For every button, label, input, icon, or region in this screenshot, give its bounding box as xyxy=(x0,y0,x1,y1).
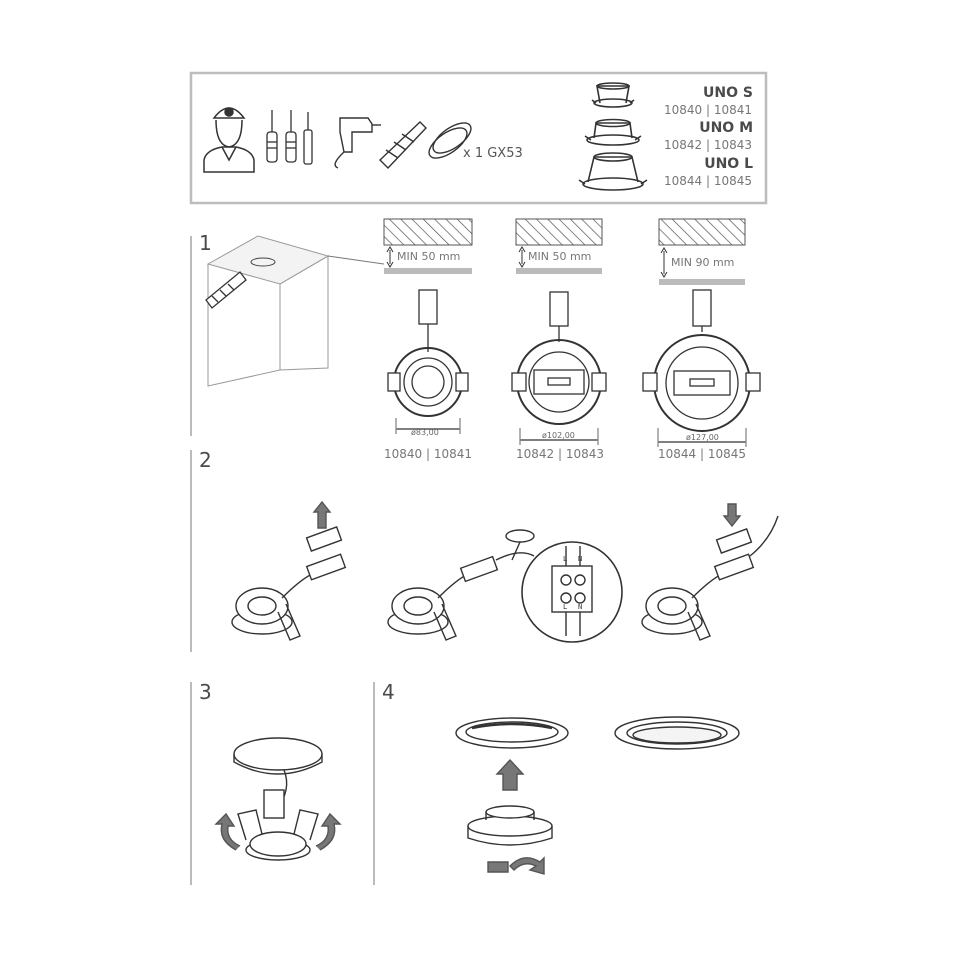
installer-icon xyxy=(203,107,255,173)
wiring-fixture-2 xyxy=(387,529,623,643)
terminal-label-n-top: N xyxy=(578,555,583,563)
fixture-top-l xyxy=(642,289,761,447)
saw-icon xyxy=(378,121,427,170)
wiring-fixture-3 xyxy=(641,503,779,641)
model-codes-uno-m: 10842 | 10843 xyxy=(663,138,752,152)
step-number-4: 4 xyxy=(382,680,395,704)
terminal-label-n-bottom: N xyxy=(578,603,583,611)
uno-l-silhouette xyxy=(578,152,648,191)
min-depth-l: MIN 90 mm xyxy=(671,256,735,269)
diameter-l: ø127,00 xyxy=(686,433,719,442)
step-number-1: 1 xyxy=(199,231,212,255)
uno-s-silhouette xyxy=(591,82,635,108)
product-codes-l: 10844 | 10845 xyxy=(657,447,747,461)
cover-removal-illustration xyxy=(214,737,342,861)
terminal-label-l-bottom: L xyxy=(563,603,568,611)
fixture-top-m xyxy=(511,291,607,445)
screwdriver-icon xyxy=(266,110,313,165)
model-name-uno-s: UNO S xyxy=(703,85,753,101)
step-number-2: 2 xyxy=(199,448,212,472)
diameter-s: ø83,00 xyxy=(411,428,439,437)
model-name-uno-m: UNO M xyxy=(699,120,753,136)
wiring-fixture-1 xyxy=(231,500,347,641)
model-name-uno-l: UNO L xyxy=(704,156,753,172)
depth-block-l xyxy=(658,218,746,285)
product-codes-m: 10842 | 10843 xyxy=(515,447,605,461)
saw-cut-icon xyxy=(205,271,247,309)
step-number-3: 3 xyxy=(199,680,212,704)
ceiling-cut-illustration xyxy=(206,235,385,387)
terminal-label-l-top: L xyxy=(563,555,568,563)
lamp-quantity-label: x 1 GX53 xyxy=(463,146,523,161)
fixture-top-s xyxy=(387,289,469,434)
gx53-lamp-icon xyxy=(428,122,472,159)
model-codes-uno-l: 10844 | 10845 xyxy=(663,174,752,188)
model-codes-uno-s: 10840 | 10841 xyxy=(663,103,752,117)
lamp-insert-illustration xyxy=(455,717,569,875)
min-depth-m: MIN 50 mm xyxy=(528,250,592,263)
diameter-m: ø102,00 xyxy=(542,431,575,440)
product-codes-s: 10840 | 10841 xyxy=(383,447,473,461)
depth-block-m xyxy=(515,218,603,274)
min-depth-s: MIN 50 mm xyxy=(397,250,461,263)
drill-icon xyxy=(334,117,381,169)
tools-header-box xyxy=(189,71,768,205)
depth-block-s xyxy=(383,218,473,274)
installed-fixture-illustration xyxy=(614,716,740,750)
uno-m-silhouette xyxy=(584,118,642,146)
